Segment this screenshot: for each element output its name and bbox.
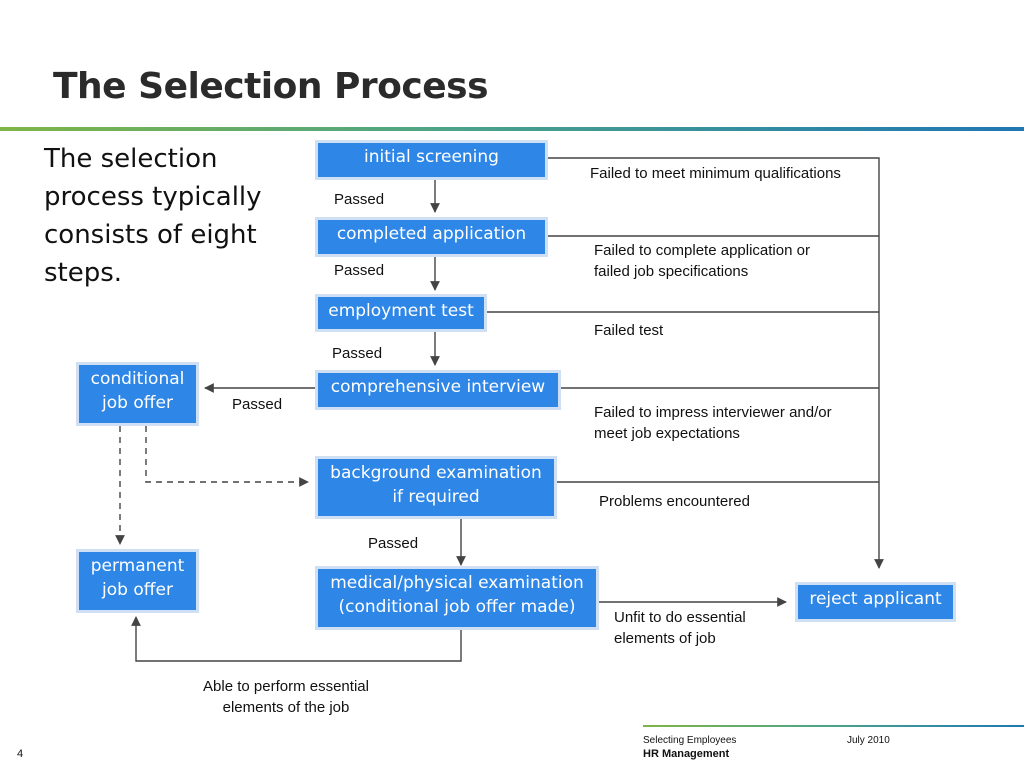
arrow-medical-to-permanent [131, 616, 462, 662]
slide-title: The Selection Process [53, 66, 489, 107]
step-completed-application: completed application [315, 217, 548, 257]
intro-text: The selection process typically consists… [44, 144, 262, 288]
label-failed-test: Failed test [594, 322, 664, 339]
step-initial-screening: initial screening [315, 140, 548, 180]
label-passed-2: Passed [334, 262, 385, 279]
label-passed-3: Passed [332, 345, 383, 362]
reject-line-screening [547, 157, 884, 569]
page-number: 4 [17, 748, 24, 760]
step-permanent-job-offer: permanent job offer [76, 549, 199, 613]
label-unfit: Unfit to do essential elements of job [614, 609, 746, 647]
step-comprehensive-interview: comprehensive interview [315, 370, 561, 410]
footer-divider [643, 725, 1024, 727]
title-divider [0, 127, 1024, 131]
label-passed-4: Passed [232, 396, 283, 413]
label-passed-1: Passed [334, 191, 385, 208]
step-reject-applicant: reject applicant [795, 582, 956, 622]
step-employment-test: employment test [315, 294, 487, 332]
step-conditional-job-offer: conditional job offer [76, 362, 199, 426]
step-medical-examination: medical/physical examination (conditiona… [315, 566, 599, 630]
footer-date: July 2010 [847, 735, 890, 746]
label-failed-qualifications: Failed to meet minimum qualifications [590, 165, 841, 182]
footer-course: HR Management [643, 748, 730, 760]
footer-topic: Selecting Employees [643, 735, 737, 746]
step-background-examination: background examination if required [315, 456, 557, 519]
label-passed-5: Passed [368, 535, 419, 552]
label-able: Able to perform essential elements of th… [203, 678, 369, 716]
dashed-conditional-to-background [145, 426, 309, 487]
label-failed-interview: Failed to impress interviewer and/or mee… [594, 404, 832, 442]
label-problems: Problems encountered [599, 493, 750, 510]
label-failed-application: Failed to complete application or failed… [594, 242, 810, 280]
